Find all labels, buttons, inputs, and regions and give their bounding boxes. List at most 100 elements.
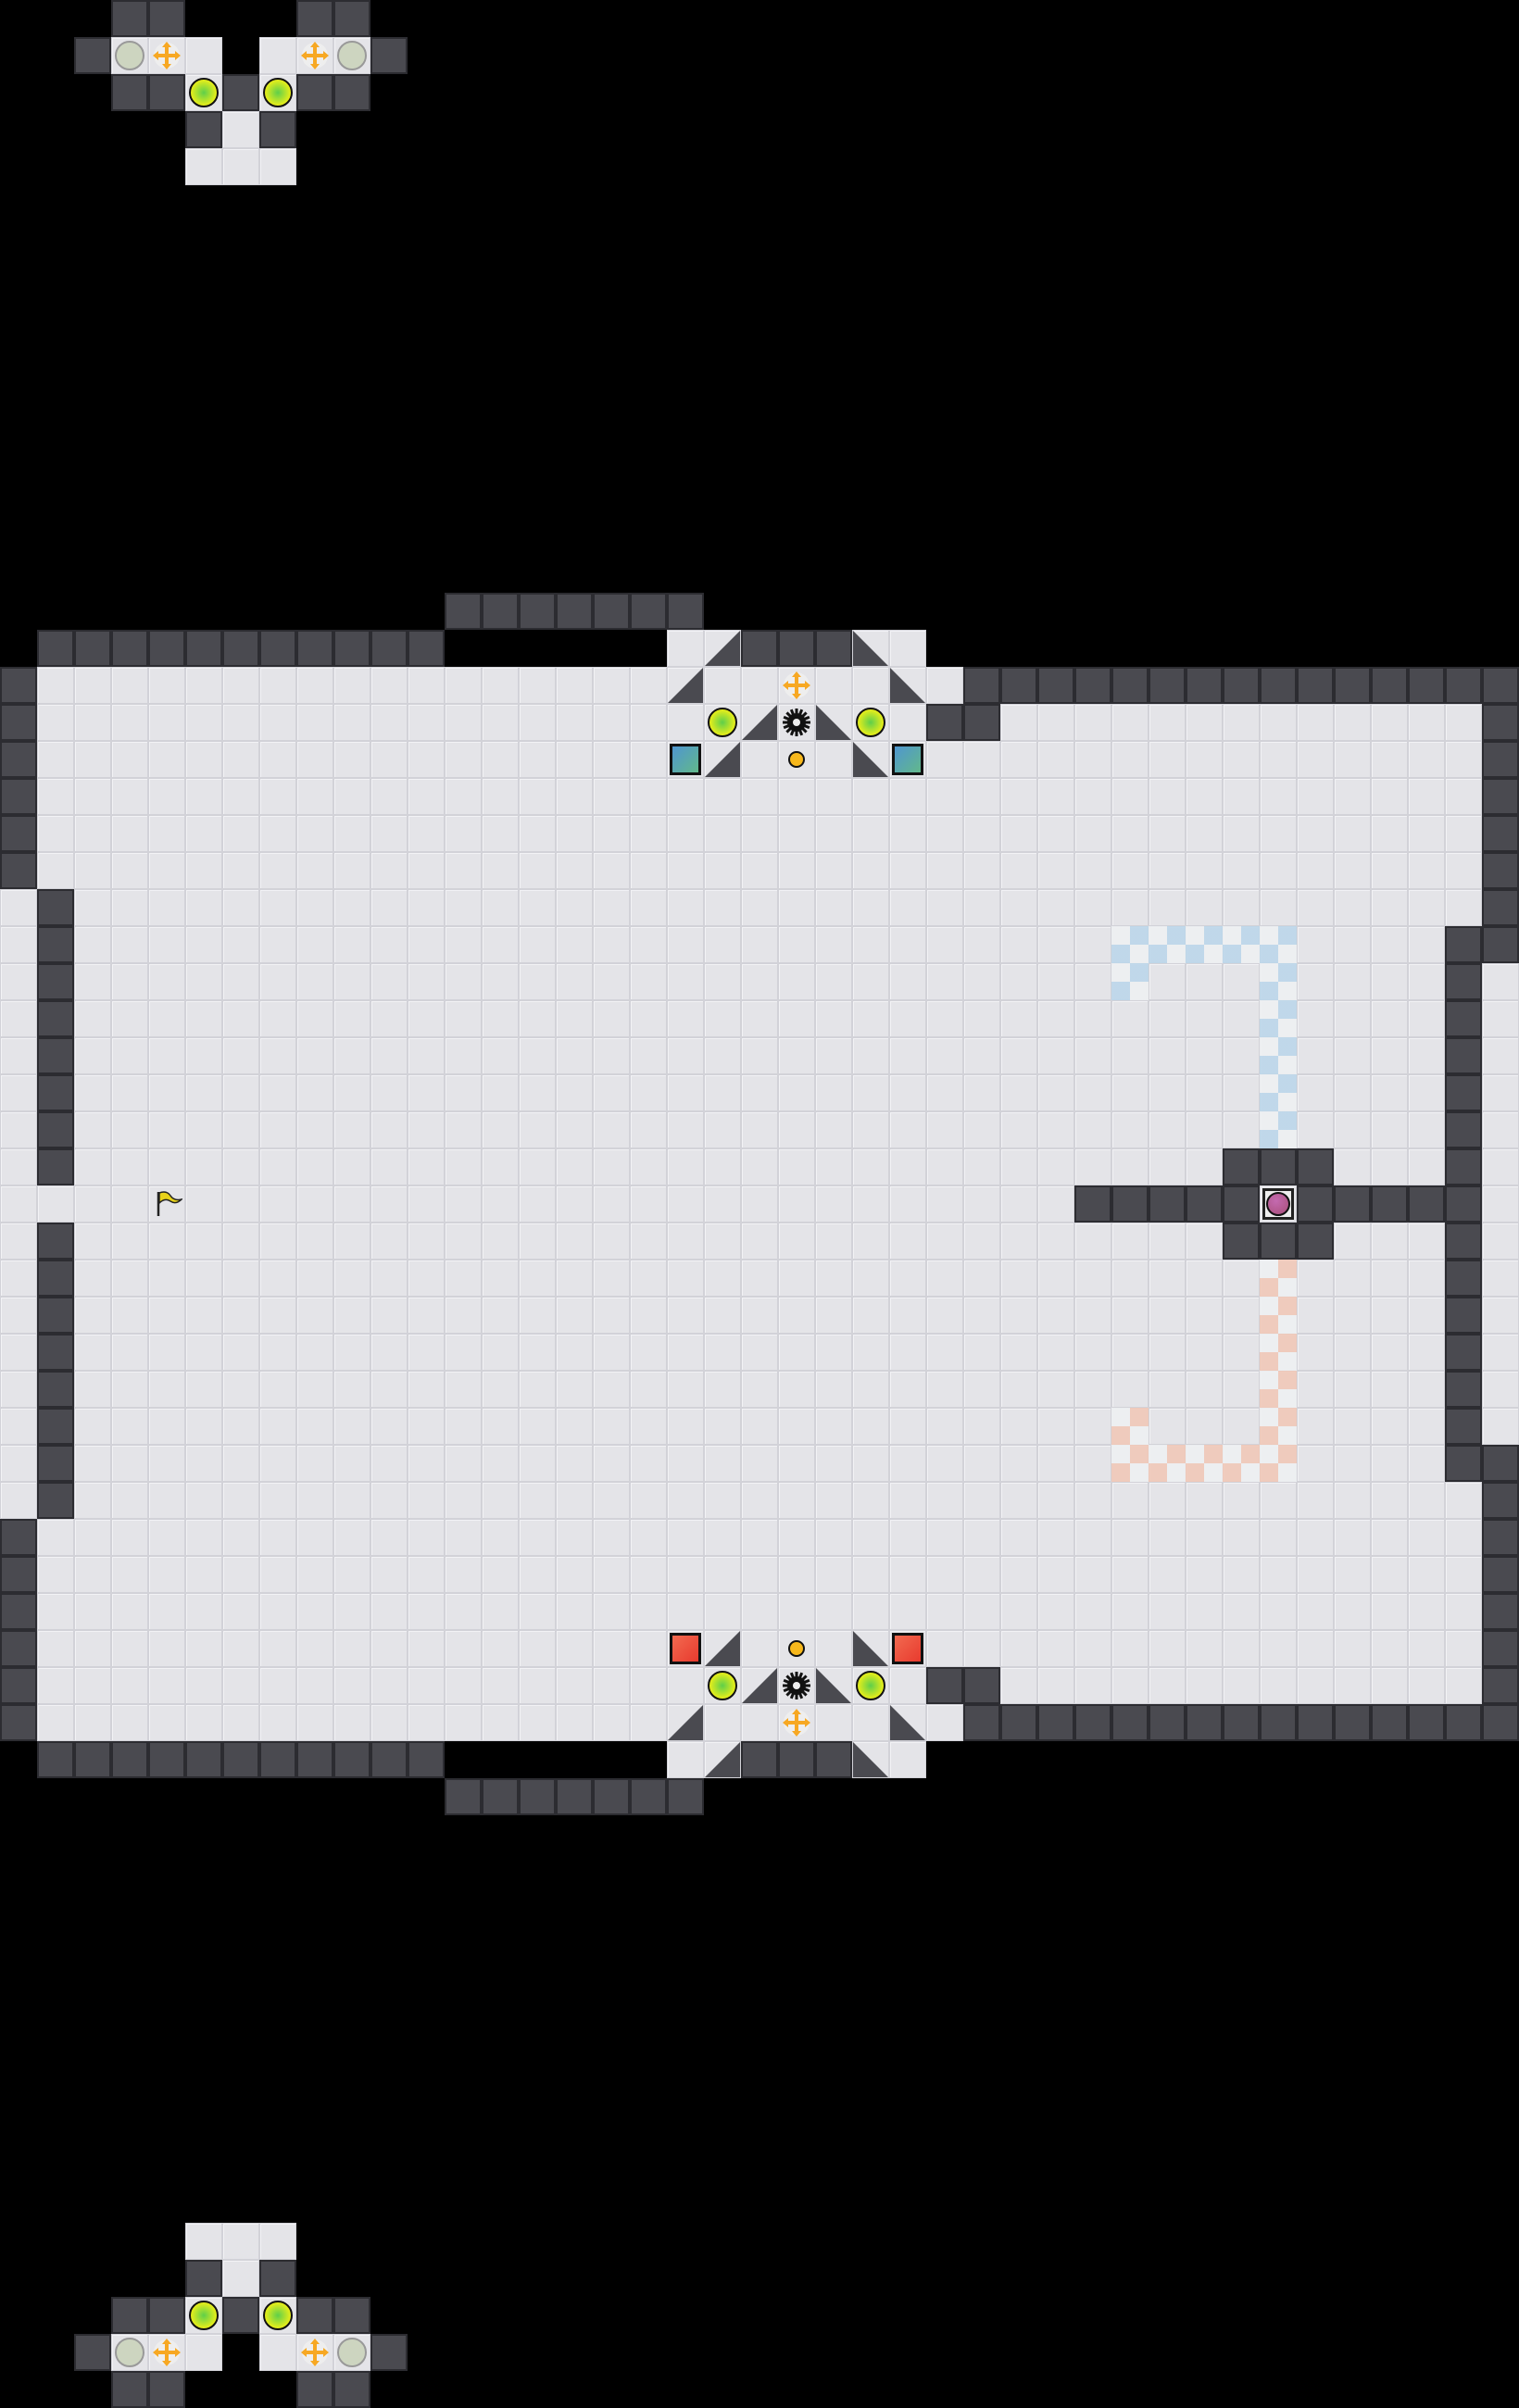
floor-tile [741,1556,778,1593]
wall-tile [1149,667,1186,704]
token-icon [778,741,815,778]
floor-tile [296,1408,333,1445]
wall-tile [0,1519,37,1556]
floor-tile [259,1074,296,1111]
red-endzone-tile [1260,1445,1297,1482]
floor-tile [148,1408,185,1445]
floor-tile [408,778,445,815]
floor-tile [370,1593,408,1630]
floor-tile [1371,1037,1408,1074]
floor-tile [259,889,296,926]
floor-tile [259,963,296,1000]
floor-tile [1223,815,1260,852]
floor-tile [667,1148,704,1185]
floor-tile [1334,1037,1371,1074]
floor-tile [445,1482,482,1519]
floor-tile [74,741,111,778]
floor-tile [333,1185,370,1223]
floor-tile [1445,741,1482,778]
floor-tile [1334,1074,1371,1111]
floor-tile [519,741,556,778]
floor-tile [1371,1445,1408,1482]
floor-tile [1074,1334,1111,1371]
floor-tile [630,778,667,815]
floor-tile [185,1630,222,1667]
red-endzone-tile [1260,1408,1297,1445]
blue-endzone-tile [1149,926,1186,963]
floor-tile [815,963,852,1000]
floor-tile [889,926,926,963]
floor-tile [593,1037,630,1074]
floor-tile [1408,704,1445,741]
floor-tile [296,778,333,815]
wall-tile [1186,667,1223,704]
red-endzone-tile [1111,1445,1149,1482]
button-icon [852,1667,889,1704]
floor-tile [630,926,667,963]
floor-tile [963,1185,1000,1223]
wall-tile [111,0,148,37]
floor-tile [1111,889,1149,926]
floor-tile [111,741,148,778]
floor-tile [1371,1148,1408,1185]
floor-tile [704,1482,741,1519]
floor-tile [1334,1408,1371,1445]
floor-tile [74,926,111,963]
floor-tile [222,1185,259,1223]
floor-tile [593,1593,630,1630]
wall-tile [370,37,408,74]
floor-tile [963,1334,1000,1371]
floor-tile [667,1185,704,1223]
floor-tile [74,963,111,1000]
button-icon [704,704,741,741]
floor-tile [926,1074,963,1111]
floor-tile [778,1223,815,1260]
floor-tile [333,1334,370,1371]
floor-tile [1334,1519,1371,1556]
floor-tile [296,1223,333,1260]
floor-tile [482,1260,519,1297]
wall-tile [1371,667,1408,704]
floor-tile [778,1556,815,1593]
floor-tile [185,1445,222,1482]
floor-tile [222,1593,259,1630]
floor-tile [1000,852,1037,889]
floor-tile [222,889,259,926]
wall-tile [741,1741,778,1778]
floor-tile [556,1408,593,1445]
floor-tile [185,1185,222,1223]
floor-tile [1260,815,1297,852]
floor-tile [1297,815,1334,852]
floor-tile [1297,1297,1334,1334]
floor-tile [1111,1593,1149,1630]
floor-tile [926,667,963,704]
floor-tile [333,1667,370,1704]
floor-tile [74,1593,111,1630]
floor-tile [630,1148,667,1185]
floor-tile [37,815,74,852]
floor-tile [593,815,630,852]
floor-tile [556,889,593,926]
floor-tile [1037,852,1074,889]
floor-tile [593,741,630,778]
floor-tile [1408,1593,1445,1630]
floor-tile [1334,852,1371,889]
wall-tile [1482,741,1519,778]
floor-tile [370,1519,408,1556]
floor-tile [1260,1519,1297,1556]
floor-tile [852,1741,889,1778]
floor-tile [37,1593,74,1630]
floor-tile [111,1519,148,1556]
wall-tile [37,926,74,963]
floor-tile [1482,1000,1519,1037]
floor-tile [296,852,333,889]
floor-tile [1074,741,1111,778]
blue-endzone-tile [1186,926,1223,963]
floor-tile [741,926,778,963]
floor-tile [1149,852,1186,889]
wall-tile [408,1741,445,1778]
floor-tile [185,667,222,704]
floor-tile [148,1260,185,1297]
floor-tile [889,963,926,1000]
floor-tile [556,1630,593,1667]
